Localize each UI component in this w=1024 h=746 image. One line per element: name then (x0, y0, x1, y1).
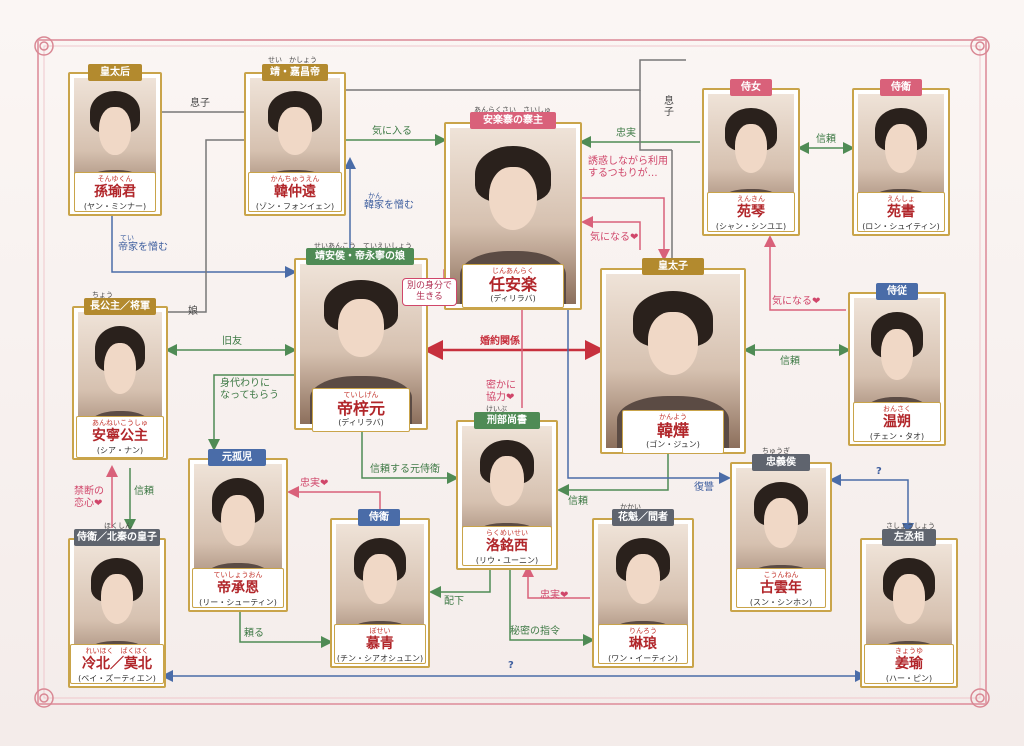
rel-label: 別の身分で 生きる (402, 278, 458, 306)
actor-name: (ゴン・ジュン) (646, 440, 700, 449)
name-box-mu-qing: ぼせい 慕青 (チン・シアオシュエン) (334, 624, 426, 664)
actor-name: (リウ・ユーニン) (475, 556, 539, 565)
role-label: 靖・嘉昌帝 (262, 64, 328, 81)
name-box-han-zhongyuan: かんちゅうえん 韓仲遠 (ゾン・フォンイェン) (248, 172, 342, 212)
actor-name: (リー・シューティン) (199, 598, 277, 607)
name-box-gu-yunnian: こうんねん 古雲年 (スン・シンホン) (736, 568, 826, 608)
rel-label: 信頼 (780, 356, 800, 367)
name-box-jiang-yu: きょうゆ 姜瑜 (ハー・ピン) (864, 644, 954, 684)
role-label: 安楽寨の寨主 (470, 112, 556, 129)
role-label: 忠義侯 (752, 454, 810, 471)
rel-label: 信頼 (568, 496, 588, 507)
character-name: 韓仲遠 (274, 184, 316, 200)
character-name: 姜瑜 (895, 656, 923, 672)
rel-label: 息子 (664, 96, 674, 118)
role-label: 皇太子 (642, 258, 704, 275)
rel-label: 身代わりに なってもらう (220, 378, 279, 401)
rel-label: 密かに 協力❤ (486, 380, 516, 403)
role-label: 侍衛／北秦の皇子 (74, 529, 160, 546)
character-name: 洛銘西 (486, 538, 528, 554)
character-name: 慕青 (366, 636, 394, 652)
rel-label: ? (876, 466, 882, 477)
character-name: 琳琅 (629, 636, 657, 652)
character-name: 任安楽 (488, 275, 537, 294)
rel-label: 娘 (188, 306, 198, 317)
actor-name: (ゾン・フォンイェン) (255, 202, 335, 211)
actor-name: (ベイ・ズーティエン) (78, 674, 156, 683)
actor-name: (ロン・シュイティン) (862, 222, 940, 231)
character-name: 孫瑜君 (94, 184, 136, 200)
name-box-anning: あんねいこうしゅ 安寧公主 (シア・ナン) (76, 416, 164, 458)
actor-name: (スン・シンホン) (749, 598, 813, 607)
name-box-di-chengen: ていしょうおん 帝承恩 (リー・シューティン) (192, 568, 284, 608)
rel-label: 秘密の指令 (510, 626, 560, 637)
role-label: 花魁／間者 (612, 509, 674, 526)
rel-label: 韓家を憎む (364, 200, 414, 211)
role-label: 左丞相 (882, 529, 936, 546)
rel-label: 旧友 (222, 336, 242, 347)
name-box-wen-shuo: おんさく 温朔 (チェン・タオ) (853, 402, 941, 442)
name-box-han-ye: かんよう 韓燁 (ゴン・ジュン) (622, 410, 724, 454)
role-label: 侍衛 (358, 509, 400, 526)
actor-name: (チン・シアオシュエン) (336, 654, 424, 663)
role-label: 侍衛 (880, 79, 922, 96)
role-label: 皇太后 (88, 64, 142, 81)
character-name: 韓燁 (656, 421, 689, 440)
actor-name: (ヤン・ミンナー) (83, 202, 147, 211)
character-name: 苑書 (887, 204, 915, 220)
character-name: 帝梓元 (336, 399, 385, 418)
rel-label: 気に入る (372, 126, 412, 137)
actor-name: (ハー・ピン) (885, 674, 933, 683)
rel-label: 信頼する元侍衛 (370, 464, 440, 475)
name-box-lin-lang: りんろう 琳琅 (ワン・イーティン) (598, 624, 688, 664)
actor-name: (ワン・イーティン) (608, 654, 678, 663)
rel-label: 婚約関係 (480, 336, 520, 347)
actor-name: (チェン・タオ) (869, 432, 925, 441)
name-box-leng-bei: れいほく ばくほく 冷北／莫北 (ベイ・ズーティエン) (70, 644, 164, 684)
character-name: 古雲年 (760, 580, 802, 596)
rel-label: 気になる❤ (772, 296, 821, 307)
role-label: 長公主／将軍 (84, 298, 156, 315)
rel-label: 帝家を憎む (118, 242, 168, 253)
role-label: 侍従 (876, 283, 918, 300)
role-label: 靖安侯・帝永寧の娘 (306, 248, 414, 265)
rel-label: 頼る (244, 628, 264, 639)
rel-label: ? (508, 660, 514, 671)
role-label: 侍女 (730, 79, 772, 96)
rel-label: 配下 (444, 596, 464, 607)
actor-name: (ディリラバ) (338, 418, 384, 427)
rel-label: 信頼 (816, 134, 836, 145)
rel-label: 復讐 (694, 482, 714, 493)
name-box-sun-yujun: そんゆくん 孫瑜君 (ヤン・ミンナー) (74, 172, 156, 212)
character-name: 苑琴 (737, 204, 765, 220)
actor-name: (ディリラバ) (490, 294, 536, 303)
actor-name: (シャン・シンユエ) (715, 222, 787, 231)
rel-label: 誘惑しながら利用 するつもりが… (588, 156, 668, 179)
character-name: 冷北／莫北 (82, 656, 152, 672)
name-box-ren-anle: じんあんらく 任安楽 (ディリラバ) (462, 264, 564, 308)
rel-label: 信頼 (134, 486, 154, 497)
role-label: 刑部尚書 (474, 412, 540, 429)
name-box-yuanshu: えんしょ 苑書 (ロン・シュイティン) (857, 192, 945, 232)
rel-label: 息子 (190, 98, 210, 109)
rel-label: 忠実 (616, 128, 636, 139)
name-box-di-ziyuan: ていしげん 帝梓元 (ディリラバ) (312, 388, 410, 432)
name-box-yuanqin: えんきん 苑琴 (シャン・シンユエ) (707, 192, 795, 232)
rel-label: 忠実❤ (300, 478, 329, 489)
actor-name: (シア・ナン) (96, 446, 144, 455)
rel-label: 禁断の 恋心❤ (74, 486, 104, 509)
rel-label: 気になる❤ (590, 232, 639, 243)
character-name: 帝承恩 (217, 580, 259, 596)
rel-label: 忠実❤ (540, 590, 569, 601)
role-label: 元孤児 (208, 449, 266, 466)
character-name: 温朔 (883, 414, 911, 430)
name-box-luo-mingxi: らくめいせい 洛銘西 (リウ・ユーニン) (462, 526, 552, 566)
character-name: 安寧公主 (92, 428, 148, 444)
